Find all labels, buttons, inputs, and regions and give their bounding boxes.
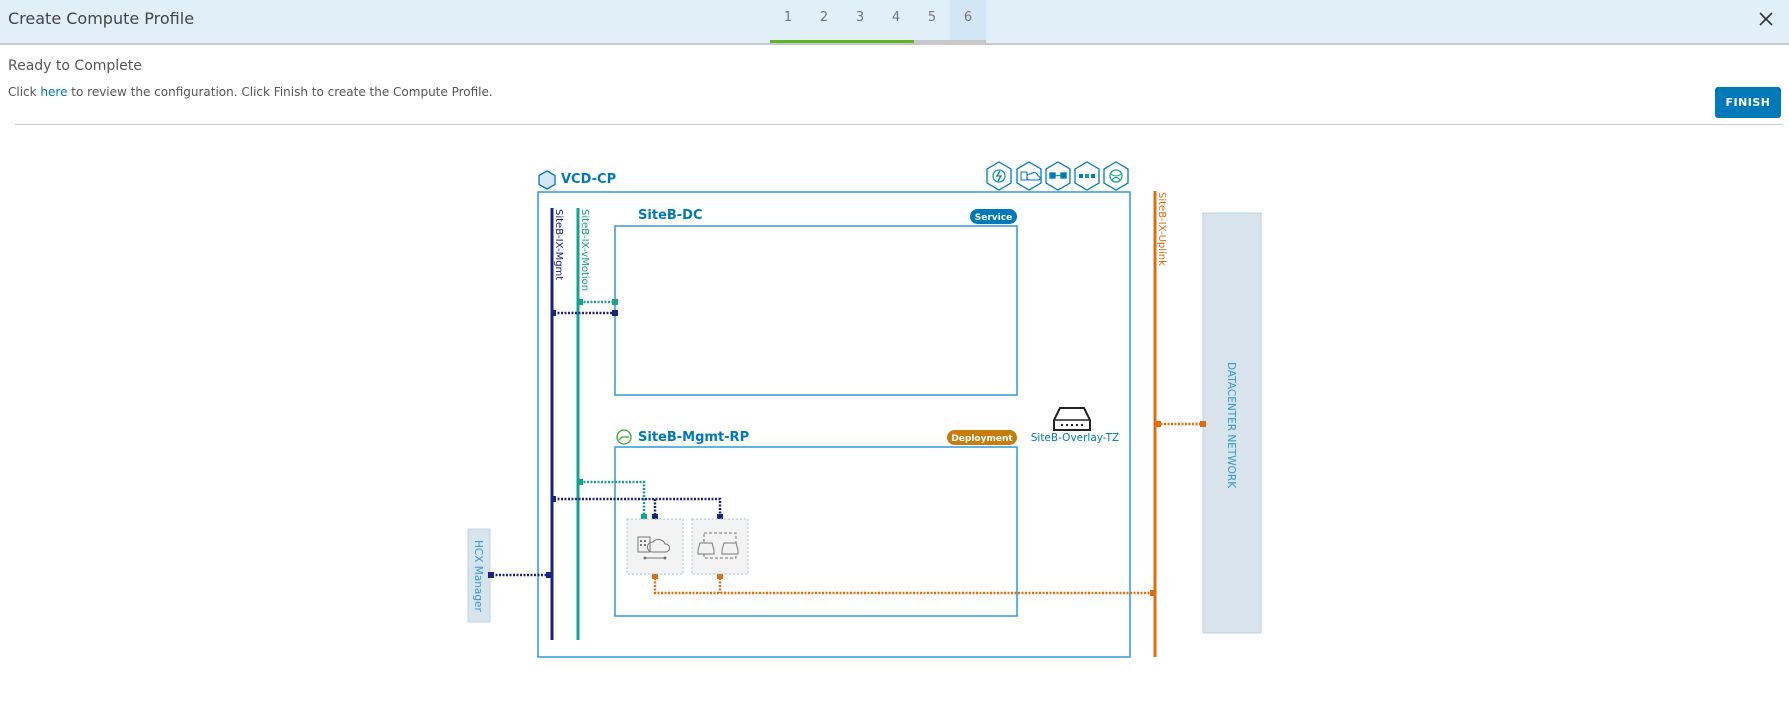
section-title: Ready to Complete <box>8 58 142 74</box>
cloud-migration-service-icon <box>1016 161 1042 191</box>
step-label: 6 <box>963 10 973 25</box>
step-1[interactable]: 1 <box>770 0 806 43</box>
interconnect-appliance-icon <box>626 518 684 575</box>
step-2[interactable]: 2 <box>806 0 842 43</box>
step-5[interactable]: 5 <box>914 0 950 43</box>
deployment-vmotion-link <box>580 480 646 516</box>
hcx-manager-label: HCX Manager <box>472 540 484 612</box>
step-4[interactable]: 4 <box>878 0 914 43</box>
step-label: 5 <box>927 10 937 25</box>
step-6[interactable]: 6 <box>950 0 986 43</box>
deployment-mgmt-link <box>554 497 722 516</box>
network-extension-appliance-icon <box>691 518 749 575</box>
step-progress-bar <box>770 40 806 43</box>
step-label: 2 <box>819 10 829 25</box>
wan-optimization-service-icon <box>1074 161 1100 191</box>
desc-suffix: to review the configuration. Click Finis… <box>67 85 493 99</box>
resource-pool-icon <box>616 429 632 445</box>
wizard-title: Create Compute Profile <box>8 9 195 28</box>
vmotion-service-icon <box>986 161 1012 191</box>
uplink-network-label: SiteB-IX-Uplink <box>1156 192 1167 266</box>
close-icon[interactable] <box>1755 8 1777 30</box>
deployment-cluster-name: SiteB-Mgmt-RP <box>638 430 749 445</box>
connector-ports <box>488 299 1206 596</box>
vmotion-network-label: SiteB-IX-vMotion <box>579 209 590 291</box>
hcx-manager-box <box>467 528 491 623</box>
finish-button[interactable]: FINISH <box>1715 87 1781 118</box>
deployment-cluster-badge-label: Deployment <box>951 434 1013 444</box>
compute-profile-box <box>537 191 1131 658</box>
divider <box>15 124 1783 125</box>
connectors <box>492 300 1202 595</box>
desc-prefix: Click <box>8 85 41 99</box>
step-3[interactable]: 3 <box>842 0 878 43</box>
wizard-header: Create Compute Profile 1 2 3 4 5 6 <box>0 0 1789 45</box>
compute-profile-label: VCD-CP <box>538 170 616 190</box>
step-progress-bar <box>806 40 842 43</box>
compute-profile-name: VCD-CP <box>561 172 616 187</box>
step-label: 4 <box>891 10 901 25</box>
service-icons <box>986 161 1129 191</box>
deployment-cluster-badge <box>947 430 1017 445</box>
step-progress-bar <box>878 40 914 43</box>
step-label: 3 <box>855 10 865 25</box>
disaster-recovery-service-icon <box>1103 161 1129 191</box>
wizard-steps: 1 2 3 4 5 6 <box>770 0 986 43</box>
deployment-cluster-box <box>614 446 1018 617</box>
transport-zone-switch-icon <box>1053 407 1091 431</box>
step-progress-bar <box>950 40 986 43</box>
compute-profile-hexagon-icon <box>538 170 556 190</box>
step-progress-bar <box>914 40 950 43</box>
service-cluster-badge <box>970 209 1017 224</box>
step-label: 1 <box>783 10 793 25</box>
description: Click here to review the configuration. … <box>8 85 493 99</box>
network-extension-service-icon <box>1045 161 1071 191</box>
mgmt-network-label: SiteB-IX-Mgmt <box>553 209 564 280</box>
deployment-uplink-link <box>653 578 1153 595</box>
transport-zone-name: SiteB-Overlay-TZ <box>1031 432 1120 444</box>
service-cluster-name: SiteB-DC <box>638 208 703 223</box>
service-cluster-badge-label: Service <box>975 213 1012 223</box>
step-progress-bar <box>842 40 878 43</box>
service-cluster-box <box>614 225 1018 396</box>
datacenter-network-box <box>1202 212 1262 634</box>
review-config-link[interactable]: here <box>40 85 68 99</box>
datacenter-network-label: DATACENTER NETWORK <box>1225 362 1237 489</box>
